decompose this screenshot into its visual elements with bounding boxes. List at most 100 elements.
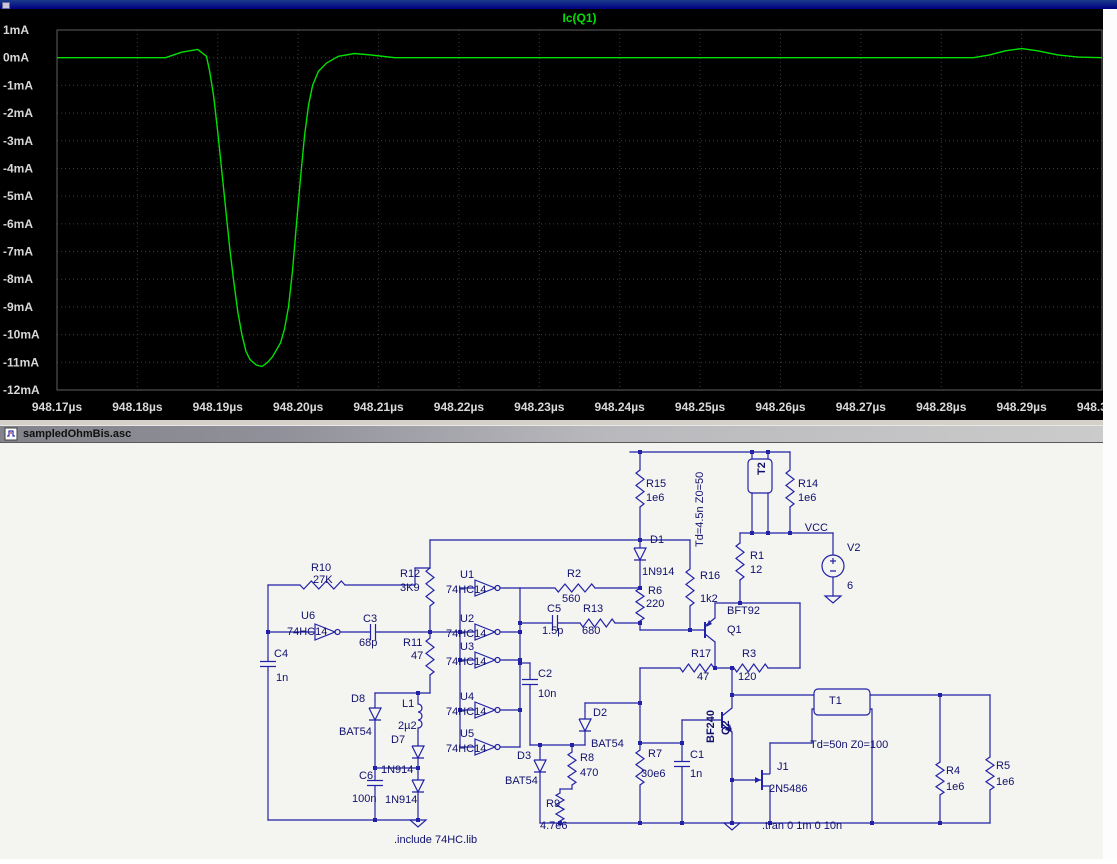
schematic-label: 120	[738, 671, 756, 683]
component-R3[interactable]	[733, 662, 769, 674]
component-R4[interactable]	[934, 761, 946, 796]
desktop-area	[1103, 9, 1117, 859]
component-D3[interactable]	[533, 752, 547, 782]
x-axis-tick-label: 948.17µs	[32, 400, 83, 414]
schematic-label: 74HC14	[446, 584, 486, 596]
component-D1[interactable]	[633, 540, 647, 570]
x-axis-tick-label: 948.21µs	[353, 400, 404, 414]
schematic-label: R17	[691, 648, 711, 660]
component-R9[interactable]	[554, 792, 566, 822]
schematic-label: U3	[460, 641, 474, 653]
component-J1[interactable]	[752, 768, 771, 792]
component-C1[interactable]	[674, 757, 690, 771]
schematic-label: U4	[460, 691, 474, 703]
x-axis-tick-label: 948.29µs	[996, 400, 1047, 414]
component-R6[interactable]	[634, 587, 646, 622]
schematic-label: R6	[648, 585, 662, 597]
component-V2[interactable]	[821, 554, 845, 578]
component-D6[interactable]	[411, 772, 425, 802]
schematic-label: 560	[562, 593, 580, 605]
component-R5[interactable]	[984, 756, 996, 791]
component-R14[interactable]	[785, 469, 795, 508]
component-gnd-left[interactable]	[408, 819, 428, 828]
component-R1[interactable]	[735, 542, 745, 581]
component-R8[interactable]	[566, 751, 578, 786]
x-axis-tick-label: 948.24µs	[595, 400, 646, 414]
schematic-label: C1	[690, 749, 704, 761]
component-T2[interactable]	[747, 458, 773, 494]
schematic-label: R10	[311, 562, 331, 574]
schematic-titlebar[interactable]: sampledOhmBis.asc	[0, 425, 1103, 443]
component-R16[interactable]	[685, 568, 695, 607]
schematic-label: R13	[583, 603, 603, 615]
component-C3[interactable]	[366, 624, 380, 640]
schematic-label: R2	[567, 568, 581, 580]
schematic-label: U2	[460, 613, 474, 625]
schematic-label: T1	[829, 695, 842, 707]
trace-title[interactable]: Ic(Q1)	[562, 11, 596, 25]
component-T1[interactable]	[812, 688, 872, 716]
component-gnd-v2[interactable]	[823, 595, 843, 604]
waveform-plot[interactable]: 1mA0mA-1mA-2mA-3mA-4mA-5mA-6mA-7mA-8mA-9…	[0, 9, 1117, 420]
component-R12[interactable]	[425, 567, 435, 607]
window-titlebar[interactable]	[0, 0, 1117, 9]
x-axis-tick-label: 948.22µs	[434, 400, 485, 414]
component-R17[interactable]	[679, 662, 715, 674]
schematic-label: 1N914	[642, 566, 674, 578]
schematic-label: BAT54	[591, 738, 624, 750]
schematic-label: U6	[301, 610, 315, 622]
component-gnd-center[interactable]	[722, 822, 742, 831]
schematic-label: R11	[403, 637, 422, 649]
component-R13[interactable]	[579, 617, 616, 629]
schematic-label: 1e6	[946, 781, 964, 793]
component-U3[interactable]	[474, 651, 501, 669]
component-Q1[interactable]	[698, 617, 716, 643]
schematic-label: 68p	[359, 637, 377, 649]
schematic-label: 2µ2	[398, 720, 417, 732]
y-axis-tick-label: -11mA	[3, 355, 39, 369]
schematic-label: 1.5p	[542, 625, 563, 637]
component-C2[interactable]	[522, 675, 538, 689]
schematic-label: C6	[359, 770, 373, 782]
component-D7[interactable]	[411, 738, 425, 768]
schematic-label: R16	[700, 570, 720, 582]
component-C4[interactable]	[260, 657, 276, 671]
schematic-label: R8	[580, 752, 594, 764]
component-U2[interactable]	[474, 623, 501, 641]
schematic-label: 100n	[352, 793, 376, 805]
component-R15[interactable]	[635, 469, 645, 508]
component-U1[interactable]	[474, 579, 501, 597]
schematic-label: 6	[847, 580, 853, 592]
y-axis-tick-label: -6mA	[3, 217, 33, 231]
component-U4[interactable]	[474, 701, 501, 719]
schematic-label: 1e6	[798, 492, 816, 504]
component-D2[interactable]	[578, 711, 592, 741]
plot-frame	[56, 29, 1103, 391]
schematic-label: 4.7e6	[540, 820, 568, 832]
component-L1[interactable]	[417, 700, 423, 732]
schematic-title: sampledOhmBis.asc	[23, 428, 132, 440]
component-R11[interactable]	[425, 637, 435, 676]
x-axis-tick-label: 948.25µs	[675, 400, 726, 414]
schematic-label: 1k2	[700, 593, 718, 605]
component-R10[interactable]	[299, 580, 346, 590]
schematic-label: 470	[580, 767, 598, 779]
component-D8[interactable]	[368, 700, 382, 730]
schematic-label: 47	[411, 650, 423, 662]
component-C6[interactable]	[367, 776, 383, 790]
component-R2[interactable]	[554, 583, 596, 593]
schematic-label: 74HC14	[446, 656, 486, 668]
component-Q2[interactable]	[714, 707, 733, 733]
schematic-label: 74HC14	[446, 628, 486, 640]
component-C5[interactable]	[548, 615, 562, 631]
schematic-label: 1n	[276, 672, 288, 684]
component-U5[interactable]	[474, 738, 501, 756]
y-axis-tick-label: 0mA	[3, 51, 29, 65]
trace-Ic-Q1	[57, 47, 1103, 368]
component-U6[interactable]	[314, 623, 341, 641]
component-R7[interactable]	[634, 749, 646, 786]
schematic-label: 12	[750, 564, 762, 576]
